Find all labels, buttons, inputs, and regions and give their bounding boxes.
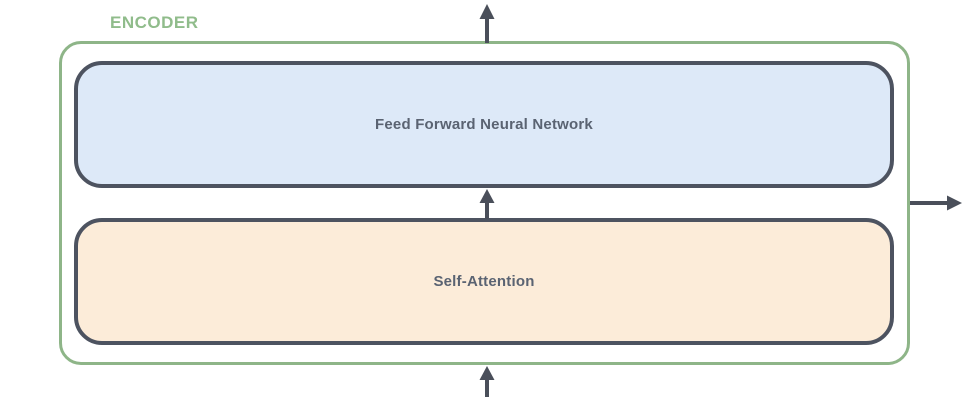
feed-forward-block: Feed Forward Neural Network [74,61,894,188]
input-arrow-up-icon [479,366,495,397]
encoder-container-box [59,41,910,365]
self-attention-block: Self-Attention [74,218,894,345]
encoder-label: ENCODER [110,13,199,32]
output-arrow-right-icon [910,195,962,211]
attention-to-ffnn-arrow-up-icon [479,189,495,219]
output-arrow-up-icon [479,4,495,43]
feed-forward-label: Feed Forward Neural Network [375,116,593,133]
self-attention-label: Self-Attention [433,273,535,290]
